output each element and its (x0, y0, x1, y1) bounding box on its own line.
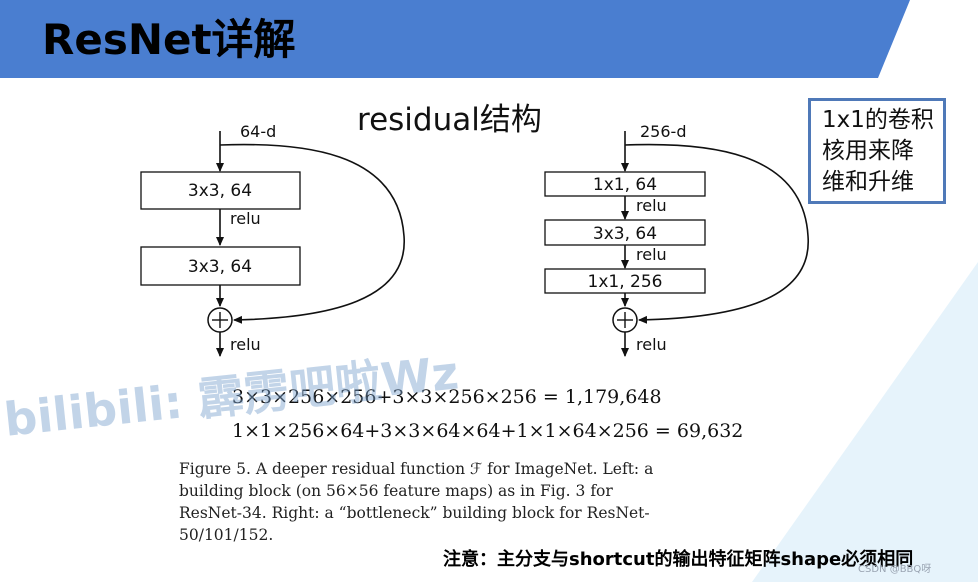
left-input-dim: 64-d (240, 122, 276, 141)
left-relu-label: relu (230, 335, 261, 354)
note-line: 维和升维 (822, 169, 914, 195)
credit-text: CSDN @BBQ呀 (858, 564, 932, 575)
figure-caption: Figure 5. A deeper residual function ℱ f… (179, 460, 654, 544)
left-shortcut-arrow (219, 143, 405, 324)
footer-note: 注意：主分支与shortcut的输出特征矩阵shape必须相同 (443, 549, 914, 570)
left-layer-box (140, 171, 301, 210)
equation-plain: 3×3×256×256+3×3×256×256 = 1,179,648 (232, 386, 662, 408)
right-relu-label: relu (636, 245, 667, 264)
right-layer-label: 1x1, 256 (588, 272, 663, 292)
right-relu-label: relu (636, 196, 667, 215)
right-layer-label: 3x3, 64 (593, 224, 657, 244)
title-banner (0, 0, 910, 78)
equation-bottleneck: 1×1×256×64+3×3×64×64+1×1×64×256 = 69,632 (232, 420, 744, 442)
right-relu-label: relu (636, 335, 667, 354)
right-layer-box (544, 171, 706, 197)
basic-block: 64-d 3x3, 64 relu 3x3, 64 relu (140, 122, 405, 357)
left-layer-label: 3x3, 64 (188, 257, 252, 277)
note-box: 1x1的卷积 核用来降 维和升维 (808, 98, 946, 204)
note-line: 1x1的卷积 (822, 107, 934, 133)
left-relu-label: relu (230, 209, 261, 228)
note-line: 核用来降 (822, 138, 914, 164)
residual-heading: residual结构 (357, 102, 542, 138)
left-layer-label: 3x3, 64 (188, 181, 252, 201)
slide-title: ResNet详解 (42, 15, 296, 64)
right-shortcut-arrow (624, 143, 809, 324)
bottleneck-block: 256-d 1x1, 64 relu 3x3, 64 relu 1x1, 256… (544, 122, 809, 357)
right-input-dim: 256-d (640, 122, 686, 141)
right-layer-box (544, 219, 706, 246)
right-layer-label: 1x1, 64 (593, 175, 657, 195)
